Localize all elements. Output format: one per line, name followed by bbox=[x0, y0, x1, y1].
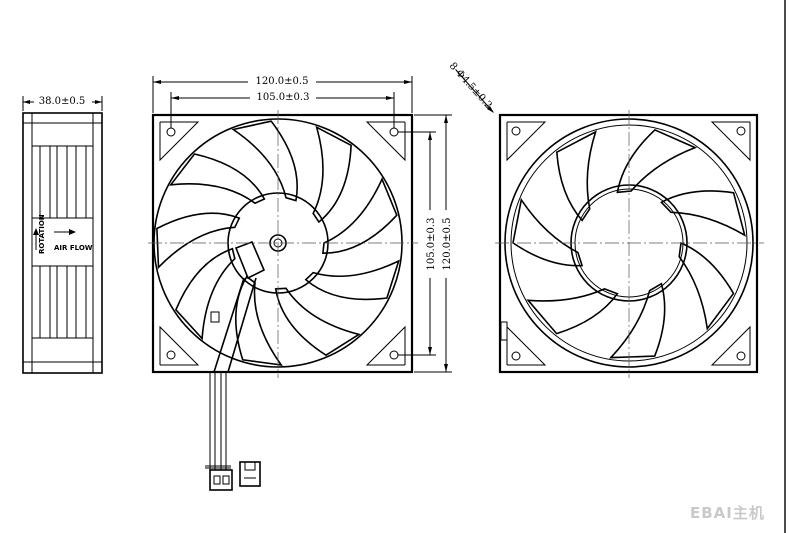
fan-blade bbox=[304, 259, 401, 301]
overall-height-text: 120.0±0.5 bbox=[442, 218, 453, 271]
lead-wires bbox=[205, 372, 231, 470]
height-dimension: 120.0±0.5 bbox=[414, 114, 453, 373]
rear-fan-blade bbox=[512, 197, 584, 267]
fan-blade bbox=[322, 177, 398, 255]
depth-dim-text: 38.0±0.5 bbox=[39, 96, 86, 107]
depth-dimension: 38.0±0.5 bbox=[22, 94, 103, 111]
rear-fan-blade bbox=[555, 130, 597, 222]
rear-view bbox=[495, 110, 764, 378]
fan-blade bbox=[274, 287, 361, 357]
hole-spacing-h-dimension: 105.0±0.3 bbox=[170, 90, 395, 128]
fan-blade bbox=[156, 212, 241, 270]
rear-impeller-blades bbox=[512, 128, 746, 359]
fan-blade bbox=[169, 153, 266, 205]
rear-fan-blade bbox=[616, 128, 698, 194]
width-dimension: 120.0±0.5 bbox=[152, 74, 413, 113]
hole-spacing-h-text: 105.0±0.3 bbox=[257, 92, 310, 103]
mount-hole-br bbox=[389, 350, 399, 360]
front-view bbox=[148, 110, 418, 378]
overall-width-text: 120.0±0.5 bbox=[256, 76, 309, 87]
side-view: ROTATION AIR FLOW 38.0±0.5 bbox=[22, 94, 103, 374]
mount-hole-bl bbox=[166, 350, 176, 360]
rear-frame-outline bbox=[498, 113, 759, 374]
airflow-arrow-icon bbox=[54, 229, 76, 235]
mounting-hole-callout: 8-Φ4.5±0.2 bbox=[447, 61, 494, 113]
watermark: EBAI主机 bbox=[690, 504, 765, 522]
rear-fan-blade bbox=[678, 241, 735, 331]
rotation-label: ROTATION bbox=[38, 214, 46, 254]
rear-fan-blade bbox=[660, 190, 746, 237]
front-frame-outline bbox=[151, 113, 414, 374]
mount-hole-tr bbox=[389, 127, 399, 137]
fan-blade bbox=[174, 247, 236, 341]
fan-blade bbox=[231, 120, 298, 202]
fan-blade bbox=[312, 125, 352, 224]
side-grille-upper bbox=[32, 145, 93, 219]
hole-spacing-v-text: 105.0±0.3 bbox=[426, 218, 437, 271]
mount-hole-tl bbox=[166, 127, 176, 137]
hole-spacing-v-dimension: 105.0±0.3 bbox=[398, 131, 437, 356]
connector-icon bbox=[209, 461, 261, 491]
mounting-holes-text: 8-Φ4.5±0.2 bbox=[447, 61, 494, 112]
side-view-outline bbox=[22, 112, 103, 374]
air-flow-label: AIR FLOW bbox=[54, 244, 93, 252]
rear-fan-blade bbox=[526, 288, 619, 335]
rotation-arrow-icon bbox=[33, 228, 39, 250]
hub-wire-clip bbox=[234, 240, 266, 280]
rear-fan-blade bbox=[608, 282, 666, 359]
side-grille-lower bbox=[32, 265, 93, 339]
